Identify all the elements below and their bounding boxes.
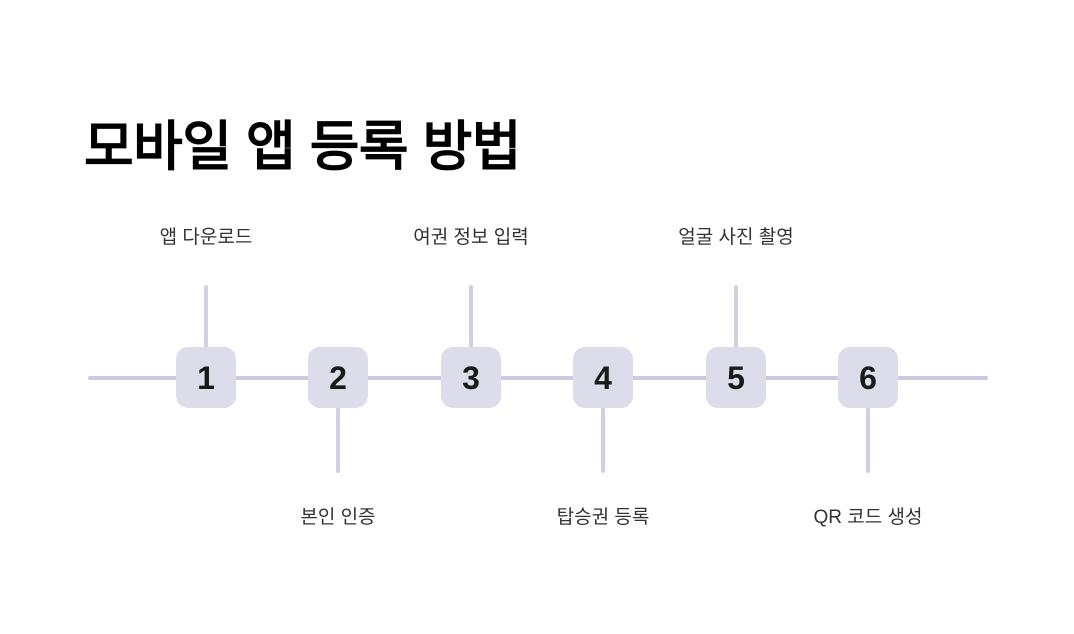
step-node-3[interactable]: 3 xyxy=(441,347,501,408)
step-connector-stem-2 xyxy=(336,407,340,473)
step-number-label: 2 xyxy=(329,359,347,396)
step-node-2[interactable]: 2 xyxy=(308,347,368,408)
step-node-1[interactable]: 1 xyxy=(176,347,236,408)
step-label-4: 탑승권 등록 xyxy=(556,507,650,528)
step-connector-stem-4 xyxy=(601,407,605,473)
step-label-1: 앱 다운로드 xyxy=(159,227,253,248)
step-node-5[interactable]: 5 xyxy=(706,347,766,408)
timeline-axis-line xyxy=(88,376,988,380)
step-connector-stem-6 xyxy=(866,407,870,473)
step-number-label: 1 xyxy=(197,359,215,396)
page-title: 모바일 앱 등록 방법 xyxy=(84,117,521,178)
step-connector-stem-1 xyxy=(204,285,208,348)
step-node-6[interactable]: 6 xyxy=(838,347,898,408)
step-label-2: 본인 인증 xyxy=(300,507,376,528)
step-connector-stem-3 xyxy=(469,285,473,348)
step-node-4[interactable]: 4 xyxy=(573,347,633,408)
step-label-6: QR 코드 생성 xyxy=(813,507,923,528)
step-number-label: 5 xyxy=(727,359,745,396)
step-connector-stem-5 xyxy=(734,285,738,348)
step-number-label: 3 xyxy=(462,359,480,396)
step-label-3: 여권 정보 입력 xyxy=(413,227,529,248)
step-number-label: 4 xyxy=(594,359,612,396)
step-number-label: 6 xyxy=(859,359,877,396)
step-label-5: 얼굴 사진 촬영 xyxy=(678,227,794,248)
